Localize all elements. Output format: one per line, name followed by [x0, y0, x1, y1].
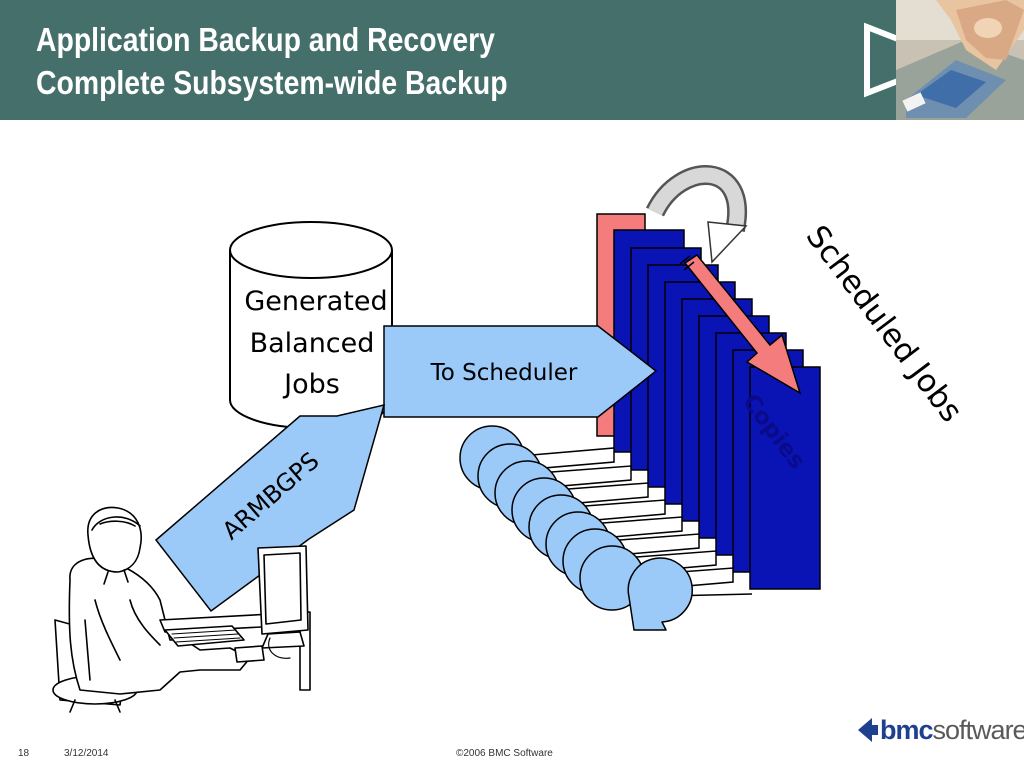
cylinder-label-line-1: Generated — [244, 286, 387, 317]
slide-title: Application Backup and Recovery Complete… — [36, 18, 508, 104]
title-line-2: Complete Subsystem-wide Backup — [36, 64, 508, 101]
scheduled-jobs-label: Scheduled Jobs — [799, 219, 970, 429]
bmc-logo-arrow-icon — [858, 718, 878, 742]
person-at-computer-illustration — [52, 506, 311, 713]
to-scheduler-arrow — [383, 325, 658, 418]
armbgps-arrow — [154, 403, 386, 613]
header-bar: Application Backup and Recovery Complete… — [0, 0, 1024, 120]
copies-arrow — [679, 253, 802, 395]
tape-reels — [459, 425, 693, 631]
page-number: 18 — [18, 748, 30, 759]
footer-copyright: ©2006 BMC Software — [456, 748, 553, 759]
cylinder-label-line-2: Balanced — [250, 328, 375, 359]
cylinder-label-line-3: Jobs — [282, 369, 340, 400]
logo-light-text: software — [932, 714, 1024, 745]
curved-loop-arrow — [645, 165, 748, 264]
title-line-1: Application Backup and Recovery — [36, 21, 495, 58]
to-scheduler-label: To Scheduler — [430, 360, 578, 386]
footer-date: 3/12/2014 — [64, 748, 109, 759]
header-photo — [896, 0, 1024, 120]
logo-bold-text: bmc — [880, 714, 934, 745]
backup-diagram: Generated Balanced Jobs — [52, 165, 970, 713]
scheduled-jobs-stack — [613, 229, 821, 590]
